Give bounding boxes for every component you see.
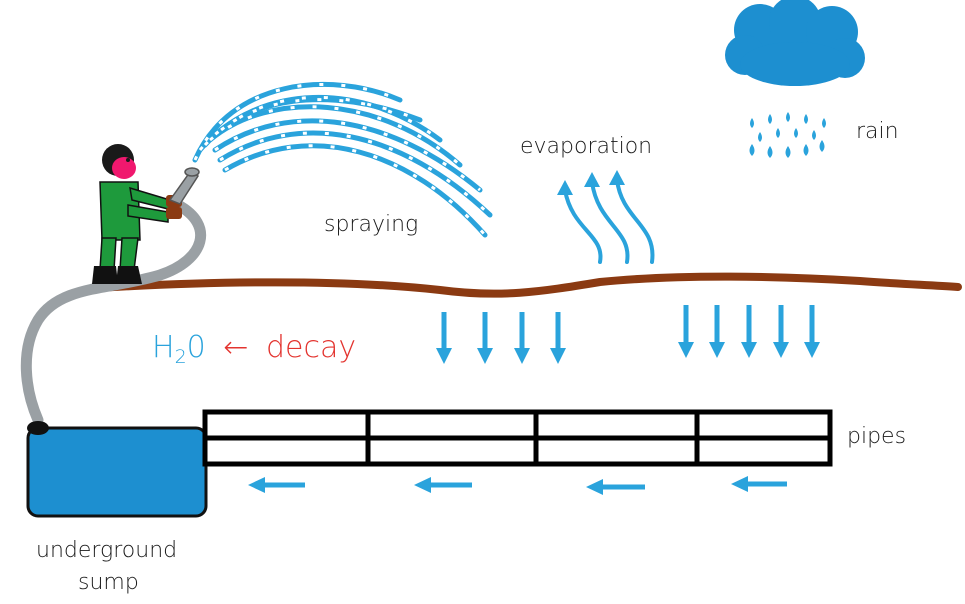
spraying-label: spraying: [324, 212, 419, 237]
ground-line: [92, 272, 962, 298]
sump-label-line1: underground: [36, 538, 178, 563]
raindrop-icon: [749, 112, 826, 158]
decay-annotation: H20 ← decay: [152, 330, 356, 368]
h2o-tail: 0: [186, 330, 206, 365]
evaporation-arrowheads: [557, 170, 625, 195]
pipe-flow-arrows: [248, 476, 787, 495]
hose: [20, 199, 207, 426]
infiltration-arrows: [436, 305, 820, 364]
rain-cloud-icon: [725, 0, 865, 86]
h2o-subscript: 2: [174, 346, 187, 368]
sump-label-line2: sump: [78, 570, 139, 595]
evaporation-arrows: [563, 178, 655, 264]
pipes-label: pipes: [847, 424, 907, 449]
water-spray-gaps: [193, 83, 492, 236]
underground-sump: [26, 421, 208, 518]
decay-arrow-icon: ←: [223, 330, 249, 365]
evaporation-label: evaporation: [520, 134, 653, 159]
pipes: [202, 409, 833, 467]
rain-label: rain: [856, 119, 899, 144]
h2o-base: H: [152, 330, 175, 365]
decay-label: decay: [265, 330, 357, 365]
person-with-hose-icon: [92, 144, 200, 284]
